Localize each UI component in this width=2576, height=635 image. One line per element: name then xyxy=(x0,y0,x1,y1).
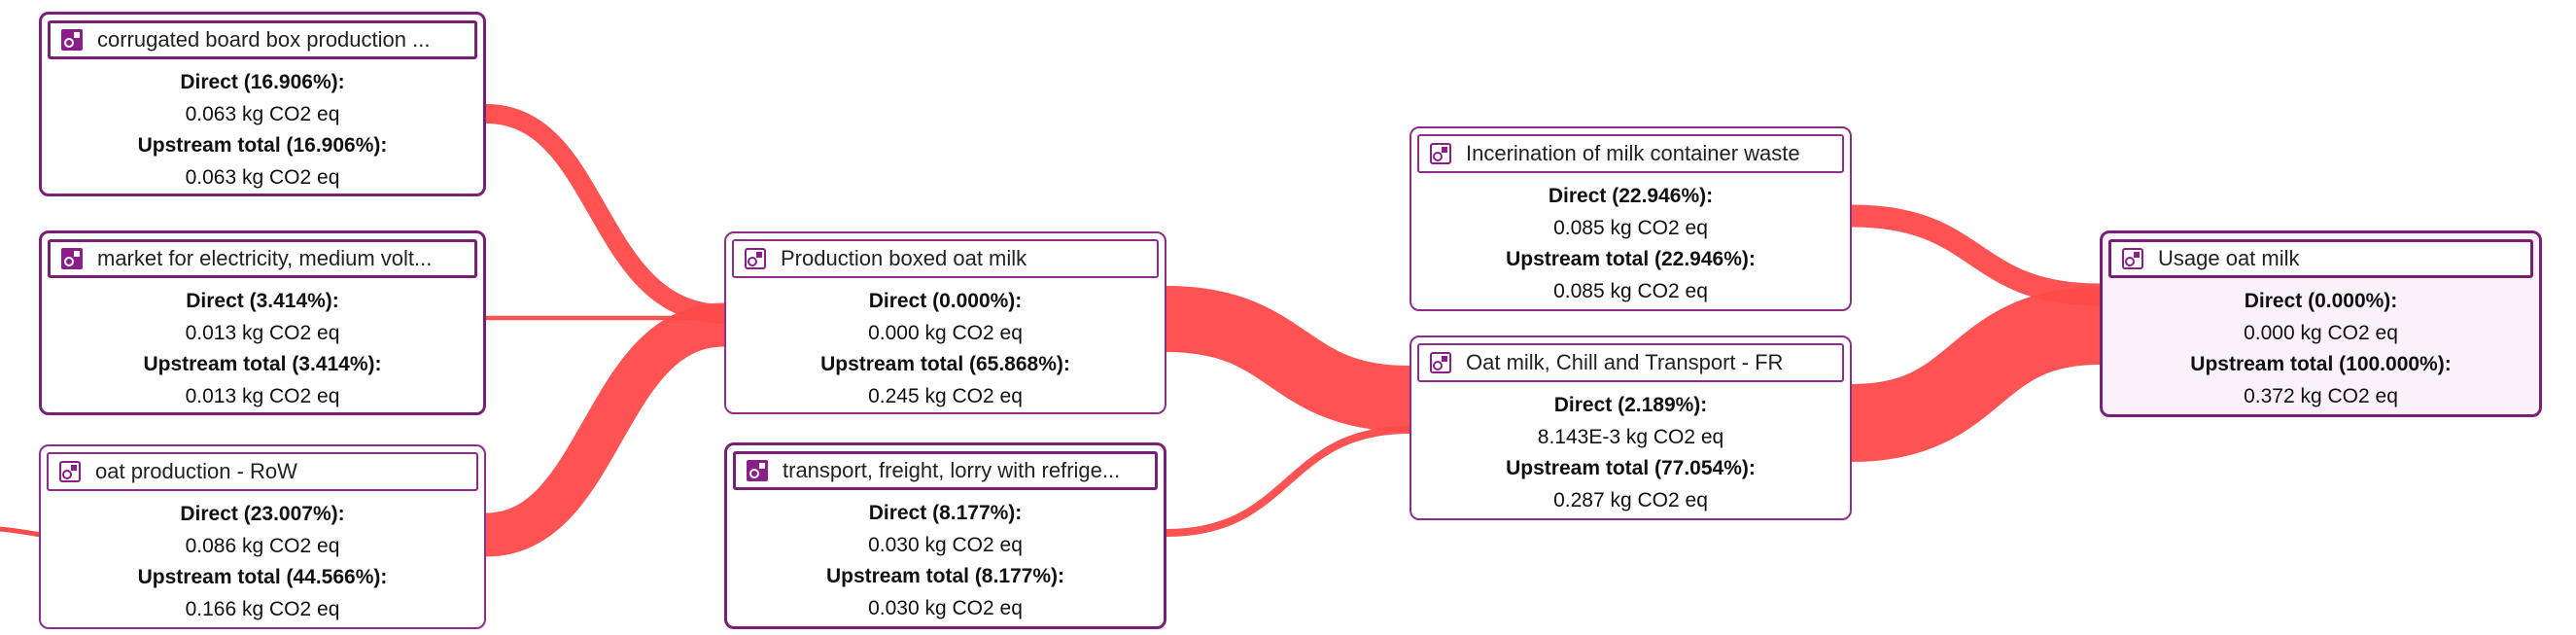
upstream-label: Upstream total (16.906%): xyxy=(137,134,388,157)
node-body: Direct (22.946%): 0.085 kg CO2 eq Upstre… xyxy=(1411,181,1850,307)
node-body: Direct (16.906%): 0.063 kg CO2 eq Upstre… xyxy=(42,67,483,194)
upstream-label: Upstream total (44.566%): xyxy=(137,566,388,588)
direct-value: 0.013 kg CO2 eq xyxy=(185,321,340,344)
node-body: Direct (8.177%): 0.030 kg CO2 eq Upstrea… xyxy=(727,498,1164,624)
node-body: Direct (0.000%): 0.000 kg CO2 eq Upstrea… xyxy=(2103,286,2539,412)
node-title: market for electricity, medium volt... xyxy=(97,246,433,270)
node-title: corrugated board box production ... xyxy=(97,27,431,52)
upstream-value: 0.287 kg CO2 eq xyxy=(1553,488,1708,512)
direct-value: 0.030 kg CO2 eq xyxy=(868,533,1023,556)
upstream-value: 0.085 kg CO2 eq xyxy=(1553,279,1708,302)
direct-value: 0.063 kg CO2 eq xyxy=(185,102,340,125)
node-header[interactable]: Usage oat milk xyxy=(2108,239,2533,278)
node-transport[interactable]: transport, freight, lorry with refrige..… xyxy=(724,442,1166,629)
upstream-value: 0.030 kg CO2 eq xyxy=(868,596,1023,619)
direct-label: Direct (22.946%): xyxy=(1548,185,1714,207)
direct-label: Direct (0.000%): xyxy=(868,290,1023,312)
process-unit-icon xyxy=(2122,248,2143,269)
upstream-value: 0.013 kg CO2 eq xyxy=(185,384,340,407)
node-body: Direct (0.000%): 0.000 kg CO2 eq Upstrea… xyxy=(726,286,1165,412)
node-title: transport, freight, lorry with refrige..… xyxy=(783,458,1121,482)
node-oat-production[interactable]: oat production - RoW Direct (23.007%): 0… xyxy=(39,444,486,629)
node-header[interactable]: Oat milk, Chill and Transport - FR xyxy=(1417,343,1844,382)
flow-incineration-to-usage xyxy=(1851,204,2101,306)
flow-transport-to-oat-milk-chill xyxy=(1166,426,1410,537)
node-usage[interactable]: Usage oat milk Direct (0.000%): 0.000 kg… xyxy=(2100,230,2542,417)
node-header[interactable]: Incerination of milk container waste xyxy=(1417,134,1844,173)
upstream-label: Upstream total (8.177%): xyxy=(825,565,1065,587)
upstream-label: Upstream total (22.946%): xyxy=(1506,248,1756,270)
node-header[interactable]: Production boxed oat milk xyxy=(732,239,1159,278)
upstream-value: 0.245 kg CO2 eq xyxy=(868,384,1023,407)
node-title: Usage oat milk xyxy=(2158,246,2300,270)
upstream-value: 0.372 kg CO2 eq xyxy=(2244,384,2398,407)
node-title: oat production - RoW xyxy=(95,459,297,483)
upstream-label: Upstream total (3.414%): xyxy=(143,353,382,375)
node-header[interactable]: corrugated board box production ... xyxy=(48,20,477,59)
direct-label: Direct (2.189%): xyxy=(1553,394,1708,416)
direct-value: 8.143E-3 kg CO2 eq xyxy=(1537,425,1724,448)
direct-label: Direct (23.007%): xyxy=(180,503,345,525)
node-oat-milk-chill[interactable]: Oat milk, Chill and Transport - FR Direc… xyxy=(1410,335,1852,520)
upstream-value: 0.166 kg CO2 eq xyxy=(185,597,340,620)
flow-oat-production-to-production-boxed xyxy=(484,302,726,557)
flow-production-boxed-to-oat-milk-chill xyxy=(1166,286,1410,432)
direct-label: Direct (0.000%): xyxy=(2244,290,2398,312)
upstream-value: 0.063 kg CO2 eq xyxy=(185,165,340,189)
upstream-label: Upstream total (100.000%): xyxy=(2190,353,2452,375)
node-production-boxed[interactable]: Production boxed oat milk Direct (0.000%… xyxy=(724,231,1166,414)
node-title: Incerination of milk container waste xyxy=(1466,141,1800,165)
upstream-label: Upstream total (65.868%): xyxy=(820,353,1070,375)
direct-value: 0.086 kg CO2 eq xyxy=(185,534,340,557)
node-incineration[interactable]: Incerination of milk container waste Dir… xyxy=(1410,126,1852,311)
process-system-icon xyxy=(61,29,83,51)
node-corrugated[interactable]: corrugated board box production ... Dire… xyxy=(39,12,486,196)
node-body: Direct (2.189%): 8.143E-3 kg CO2 eq Upst… xyxy=(1411,390,1850,516)
node-title: Oat milk, Chill and Transport - FR xyxy=(1466,350,1784,374)
node-body: Direct (23.007%): 0.086 kg CO2 eq Upstre… xyxy=(41,499,484,625)
node-header[interactable]: oat production - RoW xyxy=(47,452,478,491)
node-header[interactable]: market for electricity, medium volt... xyxy=(48,239,477,278)
flow-offscreen-to-oat-production xyxy=(0,526,42,538)
process-unit-icon xyxy=(1430,352,1451,373)
upstream-label: Upstream total (77.054%): xyxy=(1506,457,1756,479)
process-system-icon xyxy=(61,248,83,269)
node-body: Direct (3.414%): 0.013 kg CO2 eq Upstrea… xyxy=(42,286,483,412)
process-system-icon xyxy=(747,460,768,481)
flow-corrugated-to-production-boxed xyxy=(485,104,725,324)
direct-value: 0.000 kg CO2 eq xyxy=(868,321,1023,344)
node-title: Production boxed oat milk xyxy=(781,246,1027,270)
direct-value: 0.085 kg CO2 eq xyxy=(1553,216,1708,239)
flow-oat-milk-chill-to-usage xyxy=(1850,287,2102,462)
node-header[interactable]: transport, freight, lorry with refrige..… xyxy=(733,451,1158,490)
direct-label: Direct (3.414%): xyxy=(186,290,339,312)
process-unit-icon xyxy=(745,248,766,269)
direct-label: Direct (16.906%): xyxy=(180,71,345,93)
process-unit-icon xyxy=(59,461,81,482)
process-unit-icon xyxy=(1430,143,1451,164)
direct-label: Direct (8.177%): xyxy=(868,502,1023,524)
node-electricity[interactable]: market for electricity, medium volt... D… xyxy=(39,230,486,415)
direct-value: 0.000 kg CO2 eq xyxy=(2244,321,2398,344)
